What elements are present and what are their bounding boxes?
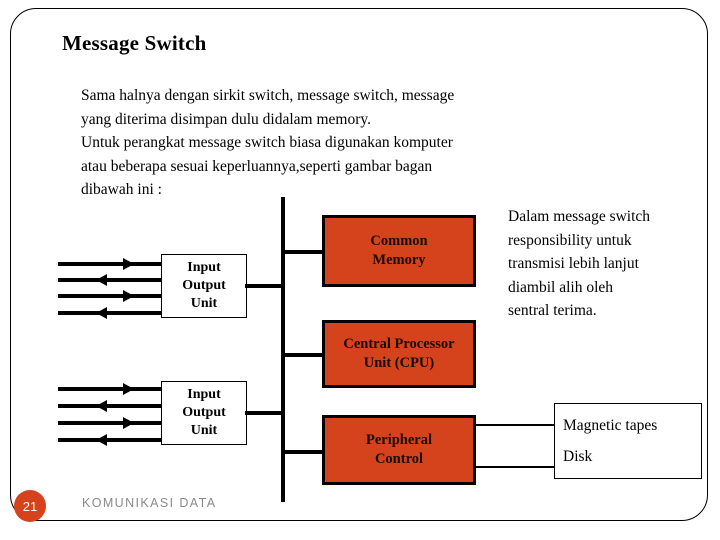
io-unit-1-line-3: Unit [190,296,218,311]
body-line-1: Sama halnya dengan sirkit switch, messag… [81,87,455,104]
side-note-text: Dalam message switch responsibility untu… [508,205,708,323]
io-unit-1-line-2: Output [182,278,226,293]
connector-peripheral-to-disk [476,466,556,468]
arrow-right-icon-1 [123,258,134,270]
arrow-right-icon-5 [123,383,134,395]
trunk-line-4 [58,311,163,315]
footer-label: KOMUNIKASI DATA [82,496,217,510]
storage-disk-label: Disk [563,447,593,465]
peripheral-control-line-2: Control [374,451,424,467]
common-memory-box[interactable]: Common Memory [322,215,476,287]
arrow-left-icon-4 [96,307,107,319]
arrow-right-icon-7 [123,417,134,429]
side-note-line-1: Dalam message switch [508,208,651,225]
diagram-vertical-bus [281,197,285,502]
arrow-right-icon-3 [123,290,134,302]
body-line-5: dibawah ini : [81,181,162,198]
body-line-2: yang diterima disimpan dulu didalam memo… [81,110,371,128]
peripheral-control-line-1: Peripheral [365,432,433,448]
connector-bus-to-cpu [281,353,325,357]
io-unit-2-line-1: Input [187,387,221,402]
trunk-line-5 [58,387,163,391]
trunk-line-3 [58,294,163,298]
trunk-line-1 [58,262,163,266]
connector-bus-to-peripheral-control [281,450,325,454]
side-note-line-5: sentral terima. [508,302,597,319]
storage-magnetic-tapes-label: Magnetic tapes [563,416,658,434]
common-memory-line-2: Memory [372,252,426,268]
connector-io1-to-bus [245,284,285,288]
connector-io2-to-bus [245,411,285,415]
body-line-4: atau beberapa sesuai keperluannya,sepert… [81,157,433,175]
io-unit-2-line-3: Unit [190,423,218,438]
trunk-line-2 [58,278,163,282]
storage-box[interactable]: Magnetic tapes Disk [554,403,702,479]
side-note-line-2: responsibility untuk [508,231,632,249]
arrow-left-icon-6 [96,400,107,412]
body-paragraph: Sama halnya dengan sirkit switch, messag… [81,84,581,202]
io-unit-2-line-2: Output [182,405,226,420]
io-unit-box-1[interactable]: Input Output Unit [161,254,247,318]
page-title: Message Switch [62,31,207,55]
arrow-left-icon-8 [96,434,107,446]
page-number-badge: 21 [14,490,46,522]
io-unit-1-line-1: Input [187,260,221,275]
side-note-line-3: transmisi lebih lanjut [508,255,639,272]
side-note-line-4: diambil alih oleh [508,278,614,296]
cpu-box[interactable]: Central Processor Unit (CPU) [322,320,476,388]
trunk-line-8 [58,438,163,442]
cpu-line-2: Unit (CPU) [363,355,435,371]
cpu-line-1: Central Processor [343,336,455,352]
io-unit-box-2[interactable]: Input Output Unit [161,381,247,445]
trunk-line-6 [58,404,163,408]
arrow-left-icon-2 [96,274,107,286]
body-line-3: Untuk perangkat message switch biasa dig… [81,134,453,151]
common-memory-line-1: Common [370,233,428,249]
trunk-line-7 [58,421,163,425]
peripheral-control-box[interactable]: Peripheral Control [322,415,476,485]
connector-peripheral-to-magnetic-tapes [476,424,556,426]
connector-bus-to-common-memory [281,250,325,254]
